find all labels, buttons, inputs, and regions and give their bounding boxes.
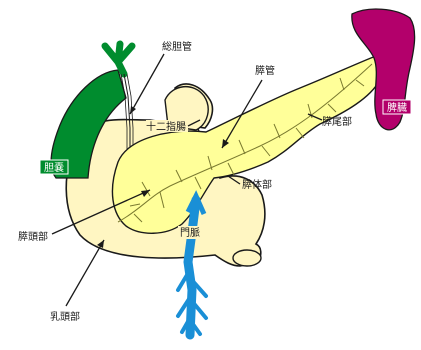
duodenum-cut-end (233, 250, 261, 266)
portal-vein (188, 200, 196, 335)
label-papilla: 乳頭部 (50, 310, 80, 323)
hepatic-ducts (105, 44, 132, 74)
arrowhead-bile-duct (130, 106, 136, 114)
label-bile-duct: 総胆管 (162, 40, 192, 53)
label-pancreas-head: 膵頭部 (18, 230, 48, 243)
label-pancreas-tail: 膵尾部 (322, 115, 352, 128)
label-gallbladder: 胆嚢 (44, 161, 64, 174)
label-spleen: 脾臓 (387, 101, 407, 114)
label-pancreas-body: 膵体部 (242, 178, 272, 191)
label-pancreatic-duct: 膵管 (255, 64, 275, 77)
arrow-papilla (66, 240, 104, 306)
portal-vein-branches (178, 270, 206, 334)
label-portal-vein: 門脈 (180, 226, 200, 239)
arrow-bile-duct (130, 54, 164, 114)
label-duodenum: 十二指腸 (146, 120, 186, 133)
